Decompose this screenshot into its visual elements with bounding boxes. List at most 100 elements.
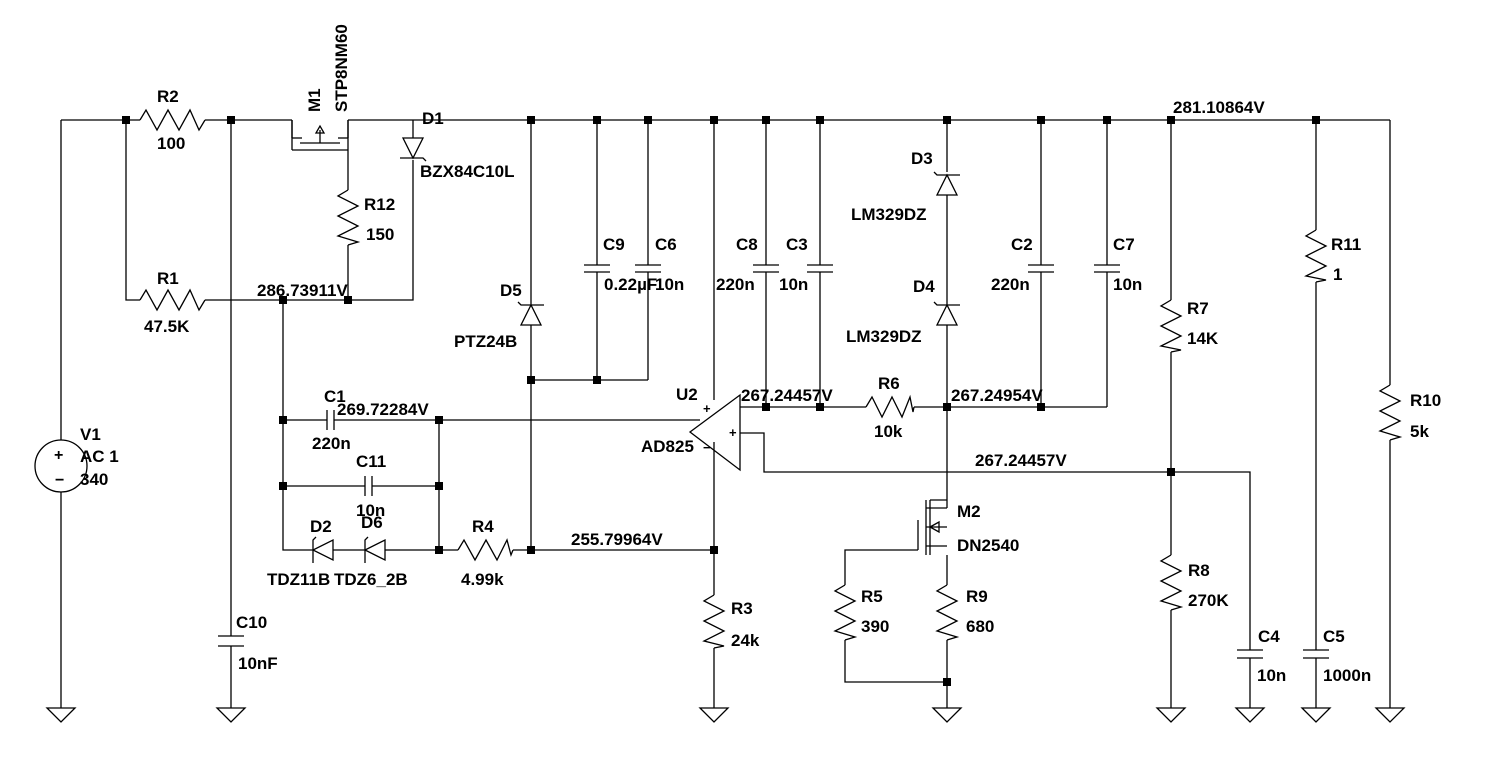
label-r11-ref: R11 [1331, 235, 1361, 254]
label-r4-ref: R4 [472, 517, 494, 536]
label-c8-value: 220n [716, 275, 755, 294]
label-u2-ref: U2 [676, 385, 698, 404]
label-c7-ref: C7 [1113, 235, 1135, 254]
label-c10-value: 10nF [238, 654, 278, 673]
label-v1-value: AC 1 [80, 447, 119, 466]
label-c2-ref: C2 [1011, 235, 1033, 254]
zener-diode-d1 [400, 120, 427, 162]
resistor-r11 [1304, 229, 1328, 283]
label-r8-value: 270K [1188, 591, 1229, 610]
node-voltage-labels: 281.10864V 286.73911V 269.72284V 267.244… [257, 98, 1265, 549]
zener-diode-d4 [933, 301, 960, 326]
opamp-u2: + + − [688, 393, 741, 472]
label-c9-value: 0.22µF [604, 275, 657, 294]
label-c2-value: 220n [991, 275, 1030, 294]
label-c11-value: 10n [356, 501, 385, 520]
label-c10-ref: C10 [236, 613, 267, 632]
label-d2-ref: D2 [310, 517, 332, 536]
label-v1-ref: V1 [80, 425, 101, 444]
resistor-r1 [139, 288, 206, 312]
label-v1-amplitude: 340 [80, 470, 108, 489]
svg-text:−: − [55, 472, 64, 489]
label-c1-ref: C1 [324, 387, 346, 406]
label-d6-ref: D6 [361, 513, 383, 532]
label-r2-value: 100 [157, 134, 185, 153]
zener-diode-d5 [517, 301, 544, 326]
label-c5-value: 1000n [1323, 666, 1371, 685]
label-d6-value: TDZ6_2B [334, 570, 408, 589]
label-d3-ref: D3 [911, 149, 933, 168]
resistor-r7 [1159, 299, 1183, 353]
label-d4-ref: D4 [913, 277, 935, 296]
label-c5-ref: C5 [1323, 627, 1345, 646]
zener-diode-d2 [311, 536, 334, 563]
label-d1-ref: D1 [422, 109, 444, 128]
label-m2-value: DN2540 [957, 536, 1019, 555]
capacitor-c11 [364, 476, 373, 496]
resistor-r3 [702, 594, 726, 649]
label-m2-ref: M2 [957, 502, 981, 521]
resistor-r6 [865, 394, 915, 419]
label-r4-value: 4.99k [461, 570, 504, 589]
label-c7-value: 10n [1113, 275, 1142, 294]
svg-text:−: − [703, 440, 711, 455]
label-m1-value: STP8NM60 [332, 24, 351, 112]
capacitor-c6 [635, 264, 661, 273]
label-r7-ref: R7 [1187, 299, 1209, 318]
label-c6-ref: C6 [655, 235, 677, 254]
label-r10-ref: R10 [1410, 391, 1441, 410]
label-r7-value: 14K [1187, 329, 1219, 348]
capacitor-c3 [807, 264, 833, 273]
label-d4-value: LM329DZ [846, 327, 922, 346]
voltage-r6-right: 267.24954V [951, 386, 1043, 405]
voltage-r1-node: 286.73911V [257, 281, 348, 300]
zener-diode-d3 [933, 171, 960, 196]
label-d3-value: LM329DZ [851, 205, 927, 224]
label-c8-ref: C8 [736, 235, 758, 254]
label-d5-value: PTZ24B [454, 332, 517, 351]
svg-text:+: + [729, 425, 737, 440]
resistor-r2 [139, 108, 206, 132]
voltage-top-rail: 281.10864V [1173, 98, 1265, 117]
voltage-c1-node: 269.72284V [337, 400, 429, 419]
label-c1-value: 220n [312, 434, 351, 453]
label-c11-ref: C11 [356, 452, 386, 471]
label-r12-ref: R12 [364, 195, 395, 214]
label-c4-ref: C4 [1258, 627, 1280, 646]
label-d1-value: BZX84C10L [420, 162, 514, 181]
label-r5-ref: R5 [861, 587, 883, 606]
label-r1-ref: R1 [157, 269, 179, 288]
label-r6-value: 10k [874, 422, 903, 441]
label-d5-ref: D5 [500, 281, 522, 300]
resistor-r8 [1159, 554, 1184, 611]
capacitor-c10 [218, 635, 244, 647]
capacitor-c1 [326, 410, 335, 430]
label-r8-ref: R8 [1188, 561, 1210, 580]
label-d2-value: TDZ11B [267, 570, 330, 589]
resistor-r12 [336, 189, 361, 246]
ac-source-v1: + − [34, 439, 88, 493]
label-c4-value: 10n [1257, 666, 1286, 685]
capacitor-c2 [1028, 264, 1054, 273]
resistor-r10 [1378, 384, 1403, 441]
resistor-r4 [457, 538, 514, 562]
label-r1-value: 47.5K [144, 317, 190, 336]
capacitor-c7 [1094, 264, 1120, 273]
voltage-opamp-out: 267.24457V [741, 386, 833, 405]
zener-diode-d6 [333, 536, 400, 563]
capacitor-c5 [1303, 649, 1329, 659]
label-c9-ref: C9 [603, 235, 625, 254]
label-r12-value: 150 [366, 225, 394, 244]
label-r3-value: 24k [731, 631, 760, 650]
label-m1-ref: M1 [305, 88, 324, 112]
mosfet-m1 [291, 120, 349, 151]
svg-text:+: + [54, 447, 63, 464]
label-r6-ref: R6 [878, 374, 900, 393]
resistor-r5 [833, 584, 858, 641]
capacitor-c8 [753, 264, 779, 273]
ground-symbols [45, 707, 1406, 723]
voltage-ref-node: 267.24457V [975, 451, 1067, 470]
label-r9-value: 680 [966, 617, 994, 636]
wires [60, 119, 1391, 708]
